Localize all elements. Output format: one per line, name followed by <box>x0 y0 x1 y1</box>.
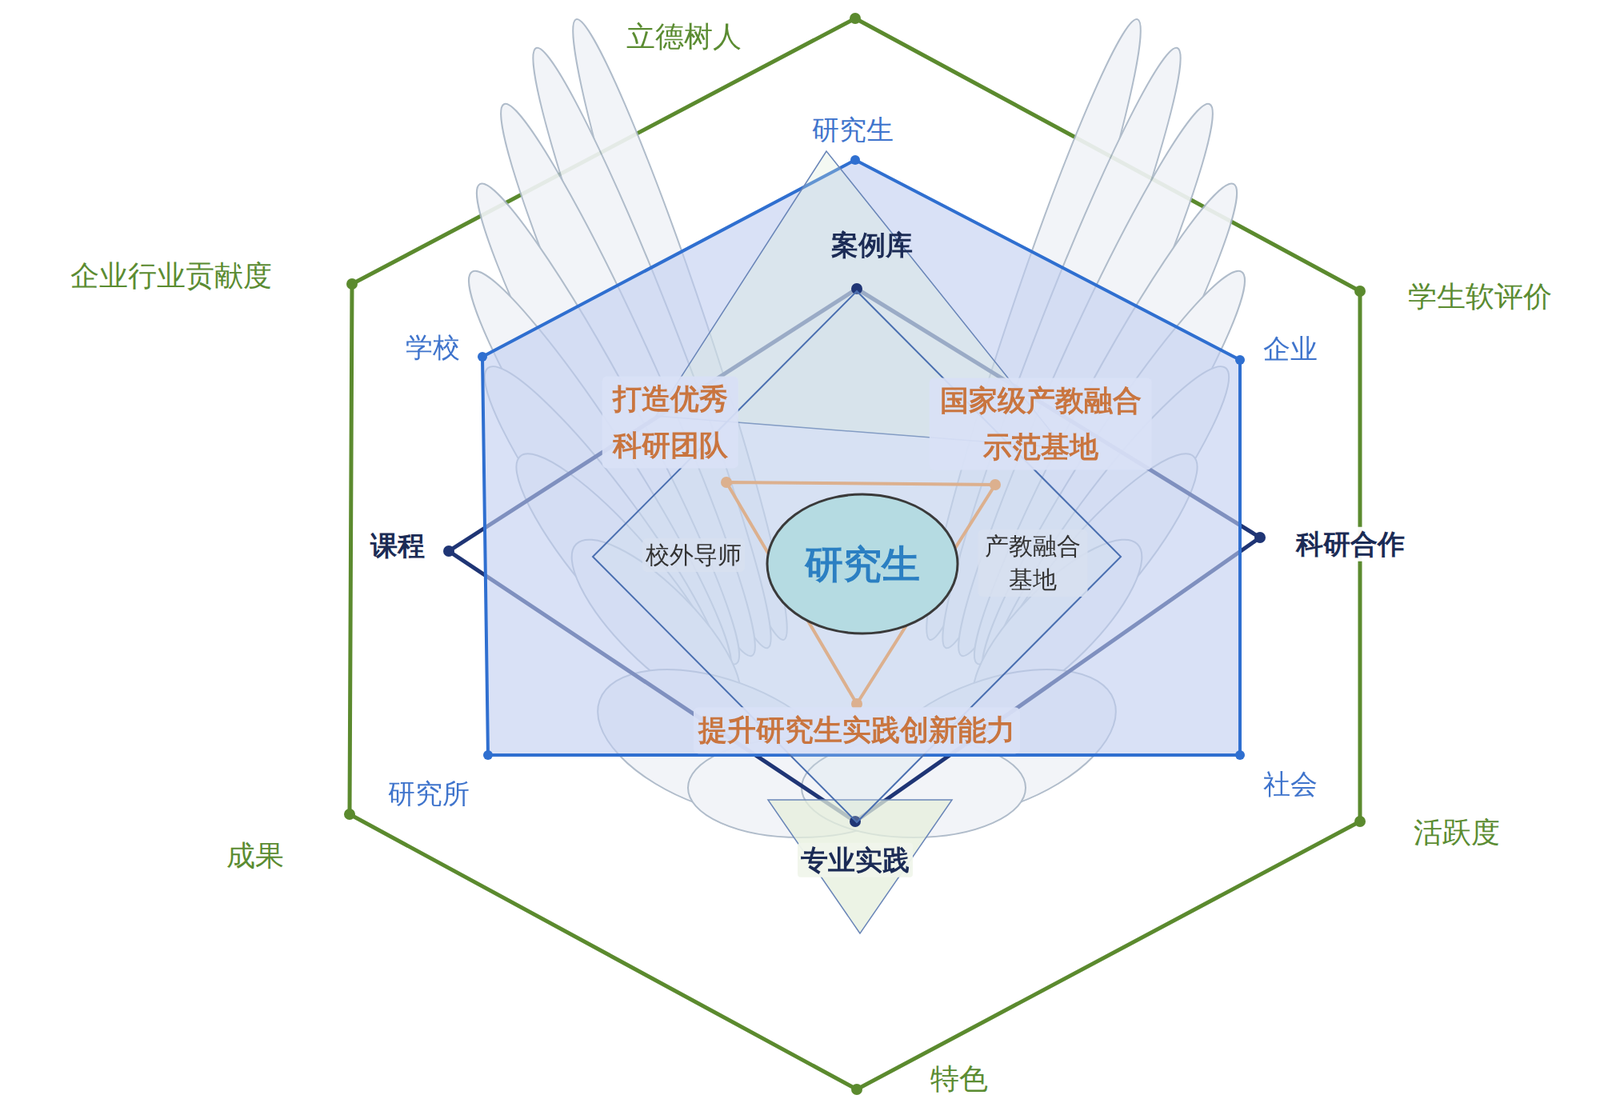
vertex-dot <box>1254 532 1266 544</box>
diamond-label: 案例库 <box>831 228 913 263</box>
hexagon-label: 学生软评价 <box>1408 278 1552 315</box>
vertex-dot <box>483 750 493 760</box>
outer-hexagon <box>349 18 1360 1090</box>
center-ellipse: 研究生 <box>765 492 960 636</box>
ellipse-outline <box>767 494 958 634</box>
triangle-label: 打造优秀 科研团队 <box>602 376 739 468</box>
pentagon-label: 企业 <box>1263 332 1318 367</box>
hexagon-label: 活跃度 <box>1413 814 1500 851</box>
hexagon-label: 特色 <box>930 1060 988 1097</box>
wings <box>444 10 1271 848</box>
hexagon-vertex-dots <box>344 12 1366 1096</box>
vertex-dot <box>851 1084 863 1096</box>
diamond-label: 课程 <box>370 528 425 564</box>
pentagon-label: 研究生 <box>812 112 894 148</box>
vertex-dot <box>344 808 356 820</box>
diamond-outline <box>592 291 1121 823</box>
navy-vertex-dots <box>443 283 1266 828</box>
hexagon-label: 立德树人 <box>626 18 742 55</box>
triangle-label: 国家级产教融合 示范基地 <box>929 377 1152 470</box>
node-text: 产教融合 基地 <box>978 529 1088 597</box>
triangle-label: 提升研究生实践创新能力 <box>693 707 1020 754</box>
vertex-dot <box>1354 816 1366 828</box>
vertex-dot <box>443 545 455 557</box>
node-text: 校外导师 <box>642 538 745 572</box>
hexagon-label: 企业行业贡献度 <box>70 257 272 294</box>
pentagon-label: 社会 <box>1263 767 1318 802</box>
vertex-dot <box>849 12 861 24</box>
diamond-label: 科研合作 <box>1292 527 1408 562</box>
vertex-dot <box>1354 285 1366 297</box>
node-text: 研究生 <box>804 540 920 588</box>
pentagon-label: 学校 <box>405 330 460 365</box>
diamond-label: 专业实践 <box>797 843 913 878</box>
hexagon-label: 成果 <box>226 837 284 874</box>
pentagon-label: 研究所 <box>388 776 470 812</box>
vertex-dot <box>477 352 488 362</box>
vertex-dot <box>850 155 860 165</box>
vertex-dot <box>1235 750 1245 760</box>
vertex-dot <box>1235 355 1245 365</box>
vertex-dot <box>346 278 358 290</box>
